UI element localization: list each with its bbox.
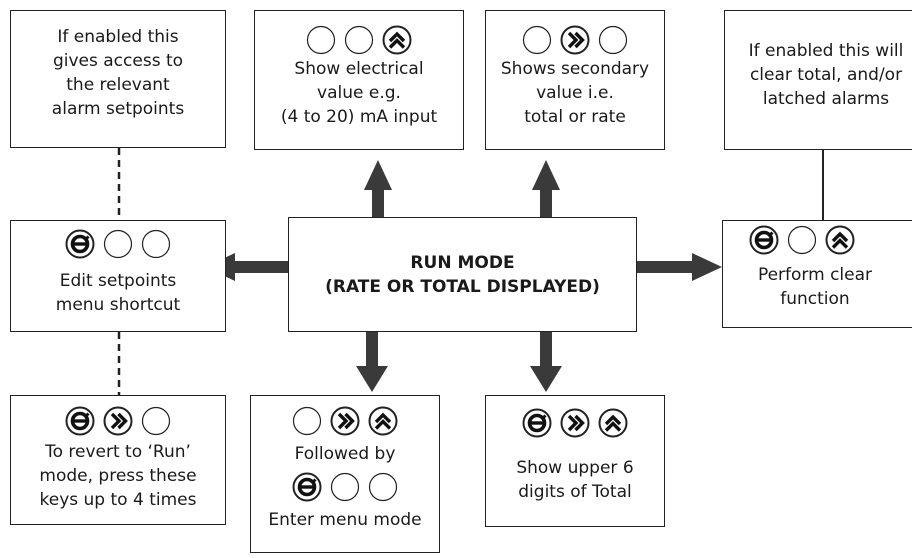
run-mode-title: RUN MODE <box>410 252 515 273</box>
empty-key-icon <box>522 25 552 55</box>
secondary-line-3: total or rate <box>524 107 626 127</box>
upper-digits-line-1: Show upper 6 <box>516 458 634 478</box>
arrow-down-upper <box>530 332 562 392</box>
right-key-icon <box>560 408 590 438</box>
program-key-icon <box>522 408 552 438</box>
arrow-right-clear <box>637 253 722 281</box>
electrical-line-3: (4 to 20) mA input <box>280 107 438 127</box>
clear-function-keys <box>749 225 855 255</box>
upper-digits-box: Show upper 6 digits of Total <box>485 395 665 527</box>
secondary-keys <box>522 25 628 55</box>
empty-key-icon <box>344 25 374 55</box>
revert-line-3: keys up to 4 times <box>39 490 197 510</box>
secondary-line-1: Shows secondary <box>500 59 650 79</box>
program-key-icon <box>749 225 779 255</box>
edit-setpoints-line-1: Edit setpoints <box>59 271 177 291</box>
electrical-line-1: Show electrical <box>294 59 424 79</box>
electrical-value-box: Show electrical value e.g. (4 to 20) mA … <box>254 10 464 150</box>
empty-key-icon <box>103 229 133 259</box>
clear-function-box: Perform clear function <box>722 220 912 328</box>
menu-mode-keys-bottom <box>292 472 398 502</box>
program-key-icon <box>65 406 95 436</box>
arrow-down-menu <box>356 332 388 392</box>
empty-key-icon <box>306 25 336 55</box>
program-key-icon <box>65 229 95 259</box>
empty-key-icon <box>292 406 322 436</box>
electrical-line-2: value e.g. <box>317 83 401 103</box>
empty-key-icon <box>787 225 817 255</box>
empty-key-icon <box>330 472 360 502</box>
secondary-line-2: value i.e. <box>536 83 614 103</box>
revert-line-2: mode, press these <box>39 466 197 486</box>
alarm-access-line-1: If enabled this <box>57 27 179 47</box>
program-key-icon <box>292 472 322 502</box>
menu-mode-enter: Enter menu mode <box>268 510 422 530</box>
up-key-icon <box>382 25 412 55</box>
right-key-icon <box>103 406 133 436</box>
menu-mode-keys-top <box>292 406 398 436</box>
clear-function-line-1: Perform clear <box>757 265 873 285</box>
right-key-icon <box>560 25 590 55</box>
up-key-icon <box>368 406 398 436</box>
secondary-value-box: Shows secondary value i.e. total or rate <box>485 10 665 150</box>
revert-keys <box>65 406 171 436</box>
alarm-access-line-3: the relevant <box>66 75 170 95</box>
arrow-up-secondary <box>532 160 560 217</box>
run-mode-box: RUN MODE (RATE OR TOTAL DISPLAYED) <box>288 217 637 332</box>
up-key-icon <box>598 408 628 438</box>
menu-mode-followed-by: Followed by <box>294 444 396 464</box>
empty-key-icon <box>598 25 628 55</box>
clear-info-box: If enabled this will clear total, and/or… <box>724 10 912 150</box>
upper-digits-line-2: digits of Total <box>518 482 632 502</box>
clear-info-line-3: latched alarms <box>762 89 890 109</box>
empty-key-icon <box>368 472 398 502</box>
empty-key-icon <box>141 406 171 436</box>
upper-digits-keys <box>522 408 628 438</box>
empty-key-icon <box>141 229 171 259</box>
electrical-keys <box>306 25 412 55</box>
up-key-icon <box>825 225 855 255</box>
edit-setpoints-keys <box>65 229 171 259</box>
run-mode-subtitle: (RATE OR TOTAL DISPLAYED) <box>325 276 600 297</box>
revert-line-1: To revert to ‘Run’ <box>45 442 191 462</box>
alarm-access-line-4: alarm setpoints <box>51 99 185 119</box>
revert-box: To revert to ‘Run’ mode, press these key… <box>10 395 226 525</box>
clear-info-line-2: clear total, and/or <box>749 65 903 85</box>
alarm-access-line-2: gives access to <box>52 51 184 71</box>
clear-info-line-1: If enabled this will <box>748 41 904 61</box>
arrow-up-electrical <box>364 160 392 217</box>
alarm-access-box: If enabled this gives access to the rele… <box>10 10 226 148</box>
edit-setpoints-line-2: menu shortcut <box>55 295 181 315</box>
right-key-icon <box>330 406 360 436</box>
clear-function-line-2: function <box>780 289 850 309</box>
menu-mode-box: Followed by Enter menu mode <box>250 395 440 553</box>
edit-setpoints-box: Edit setpoints menu shortcut <box>10 220 226 332</box>
